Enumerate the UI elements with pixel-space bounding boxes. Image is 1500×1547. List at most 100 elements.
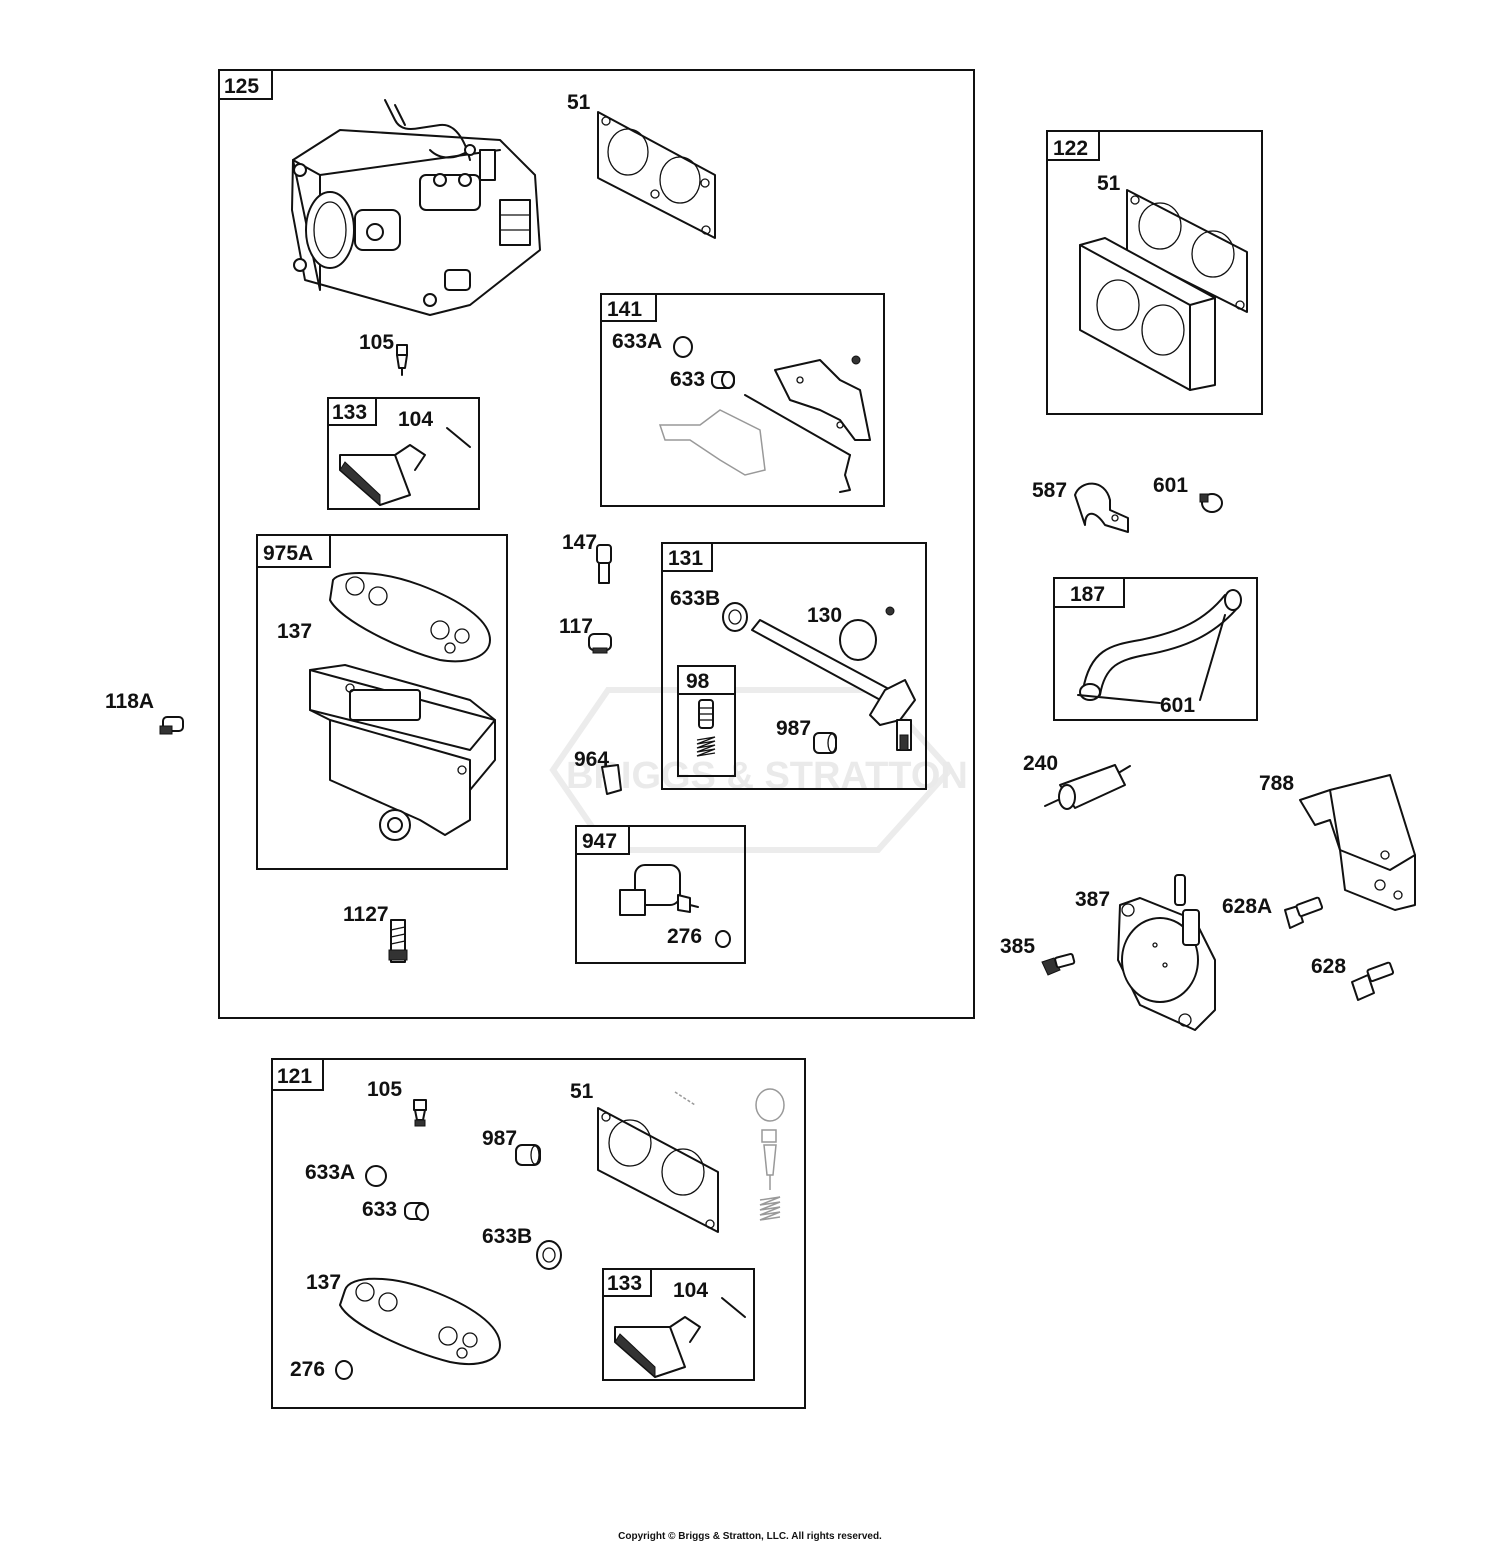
assembly-box-133-kit — [602, 1268, 755, 1381]
copyright-notice: Copyright © Briggs & Stratton, LLC. All … — [618, 1531, 882, 1542]
bushing-part-633-kit[interactable] — [404, 1202, 429, 1221]
throttle-shaft-assembly[interactable] — [658, 355, 871, 493]
part-label-987-kit: 987 — [482, 1127, 517, 1150]
assembly-box-975A — [256, 534, 508, 870]
box-label-975A: 975A — [263, 542, 313, 565]
box-label-187: 187 — [1070, 583, 1105, 606]
part-label-104: 104 — [398, 408, 433, 431]
carburetor-body-part[interactable] — [291, 99, 541, 316]
clamp-part-587[interactable] — [1074, 482, 1129, 533]
part-label-276: 276 — [667, 925, 702, 948]
oring-part-276-kit[interactable] — [335, 1360, 353, 1380]
choke-shaft-part[interactable] — [751, 619, 916, 751]
part-label-587: 587 — [1032, 479, 1067, 502]
part-label-240: 240 — [1023, 752, 1058, 775]
bracket-part-788[interactable] — [1299, 774, 1416, 911]
gasket-part-51-kit[interactable] — [597, 1107, 719, 1233]
spacer-part[interactable] — [1079, 237, 1216, 391]
assembly-box-121 — [271, 1058, 806, 1409]
screw-part-1127[interactable] — [388, 919, 408, 963]
part-label-601: 601 — [1153, 474, 1188, 497]
bushing-part-987-kit[interactable] — [515, 1144, 541, 1166]
bolt-part-628[interactable] — [1351, 961, 1395, 1001]
part-label-117: 117 — [559, 615, 593, 638]
float-bowl-part[interactable] — [309, 664, 496, 841]
part-label-633B: 633B — [670, 587, 720, 610]
part-label-385: 385 — [1000, 935, 1035, 958]
part-label-628A: 628A — [1222, 895, 1272, 918]
seal-part-633B-kit[interactable] — [536, 1240, 562, 1270]
needle-valve-part-105-kit[interactable] — [413, 1099, 427, 1127]
assembly-box-947 — [575, 825, 746, 964]
fuel-hose-part[interactable] — [1079, 589, 1242, 701]
assembly-box-131 — [661, 542, 927, 790]
box-label-98: 98 — [686, 670, 710, 693]
hose-clamp-part-601[interactable] — [1199, 493, 1223, 513]
part-label-51-kit: 51 — [570, 1080, 594, 1103]
throttle-plate-part-130[interactable] — [839, 606, 895, 661]
part-label-633-kit: 633 — [362, 1198, 397, 1221]
float-part-kit[interactable] — [614, 1316, 701, 1379]
part-label-633A: 633A — [612, 330, 662, 353]
jet-part-147[interactable] — [596, 544, 612, 584]
part-label-964: 964 — [574, 748, 609, 771]
box-label-125: 125 — [224, 75, 259, 98]
pin-part-104-kit[interactable] — [721, 1297, 746, 1318]
part-label-276-kit: 276 — [290, 1358, 325, 1381]
part-label-601-hose: 601 — [1160, 694, 1195, 717]
part-label-104-kit: 104 — [673, 1279, 708, 1302]
box-label-121: 121 — [277, 1065, 312, 1088]
needle-valve-part-105[interactable] — [396, 344, 408, 376]
gasket-part-51[interactable] — [597, 111, 716, 239]
oring-part-276[interactable] — [715, 930, 731, 948]
assembly-box-122 — [1046, 130, 1263, 415]
choke-screw-assembly-kit[interactable] — [674, 1088, 785, 1221]
fuel-filter-part-240[interactable] — [1044, 764, 1131, 810]
gasket-part-137-kit[interactable] — [339, 1277, 501, 1366]
bolt-part-628A[interactable] — [1284, 896, 1324, 929]
assembly-box-187 — [1053, 577, 1258, 721]
part-label-130: 130 — [807, 604, 842, 627]
part-label-51: 51 — [567, 91, 591, 114]
part-label-387: 387 — [1075, 888, 1110, 911]
box-label-131: 131 — [668, 547, 703, 570]
pin-part-104[interactable] — [446, 427, 471, 448]
box-label-122: 122 — [1053, 137, 1088, 160]
part-label-628: 628 — [1311, 955, 1346, 978]
part-label-788: 788 — [1259, 772, 1294, 795]
fitting-part-964[interactable] — [601, 764, 622, 795]
fuel-pump-part-387[interactable] — [1117, 874, 1216, 1031]
idle-screw-part[interactable] — [696, 699, 716, 757]
assembly-box-125 — [218, 69, 975, 1019]
seal-part-633B[interactable] — [722, 602, 748, 632]
assembly-box-141 — [600, 293, 885, 507]
watermark-text: BRIGGS & STRATTON — [566, 755, 968, 797]
part-label-1127: 1127 — [343, 903, 389, 926]
bushing-part-633[interactable] — [711, 371, 735, 389]
bolt-part-385[interactable] — [1041, 952, 1076, 976]
part-label-118A: 118A — [105, 690, 154, 713]
part-label-51-gasket: 51 — [1097, 172, 1121, 195]
part-label-105: 105 — [359, 331, 394, 354]
solenoid-part-947[interactable] — [619, 864, 699, 916]
box-label-947: 947 — [582, 830, 617, 853]
gasket-part-51-right[interactable] — [1126, 189, 1248, 313]
gasket-part-137[interactable] — [329, 572, 491, 663]
bushing-part-987[interactable] — [813, 732, 837, 754]
assembly-box-133 — [327, 397, 480, 510]
part-label-137-kit: 137 — [306, 1271, 341, 1294]
bushing-part-633A[interactable] — [673, 336, 693, 358]
part-label-105-kit: 105 — [367, 1078, 402, 1101]
box-label-133: 133 — [332, 401, 367, 424]
bushing-part-633A-kit[interactable] — [365, 1165, 387, 1187]
float-part[interactable] — [339, 444, 426, 507]
box-label-141: 141 — [607, 298, 642, 321]
part-label-633: 633 — [670, 368, 705, 391]
part-label-987: 987 — [776, 717, 811, 740]
plug-part-118A[interactable] — [159, 716, 184, 735]
jet-part-117[interactable] — [588, 633, 612, 654]
part-label-137: 137 — [277, 620, 312, 643]
part-label-633A-kit: 633A — [305, 1161, 355, 1184]
part-label-633B-kit: 633B — [482, 1225, 532, 1248]
